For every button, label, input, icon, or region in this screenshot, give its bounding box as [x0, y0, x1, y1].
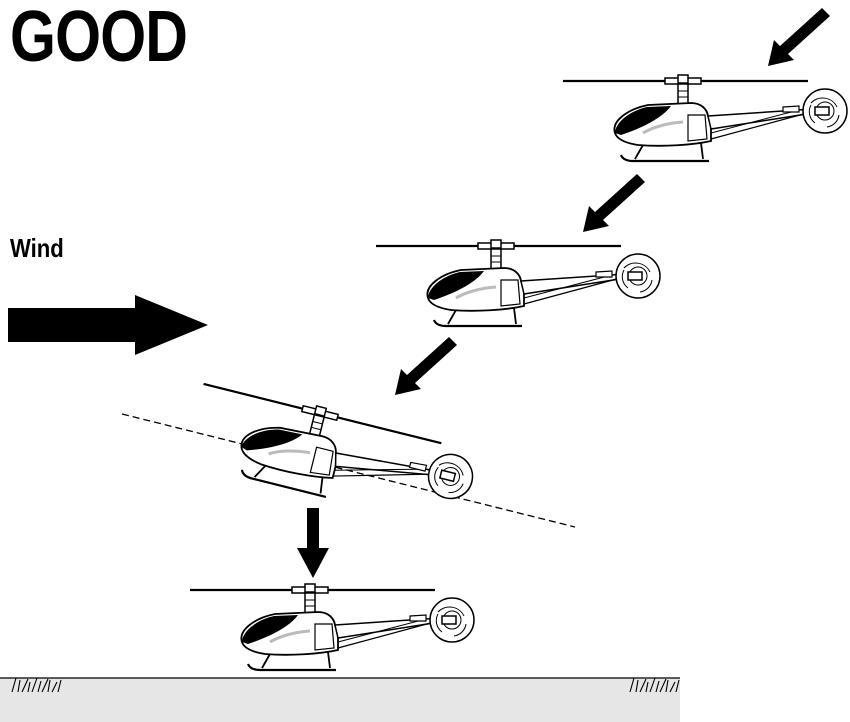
descent-arrow-icon [297, 508, 329, 578]
helicopter-icon-4 [188, 582, 476, 672]
wind-arrow-icon [8, 295, 208, 355]
helicopter-icon-1 [561, 73, 849, 163]
wind-label: Wind [10, 233, 64, 263]
approach-arrow-icon-1 [768, 8, 830, 66]
helicopter-icon-2 [374, 238, 662, 328]
ground [0, 678, 680, 722]
diagram-title: GOOD [10, 0, 188, 77]
approach-arrow-icon-3 [395, 337, 457, 395]
approach-arrow-icon-2 [583, 174, 645, 232]
helicopter-icon-3 [182, 376, 483, 532]
helicopter-tilted-group [121, 376, 576, 532]
